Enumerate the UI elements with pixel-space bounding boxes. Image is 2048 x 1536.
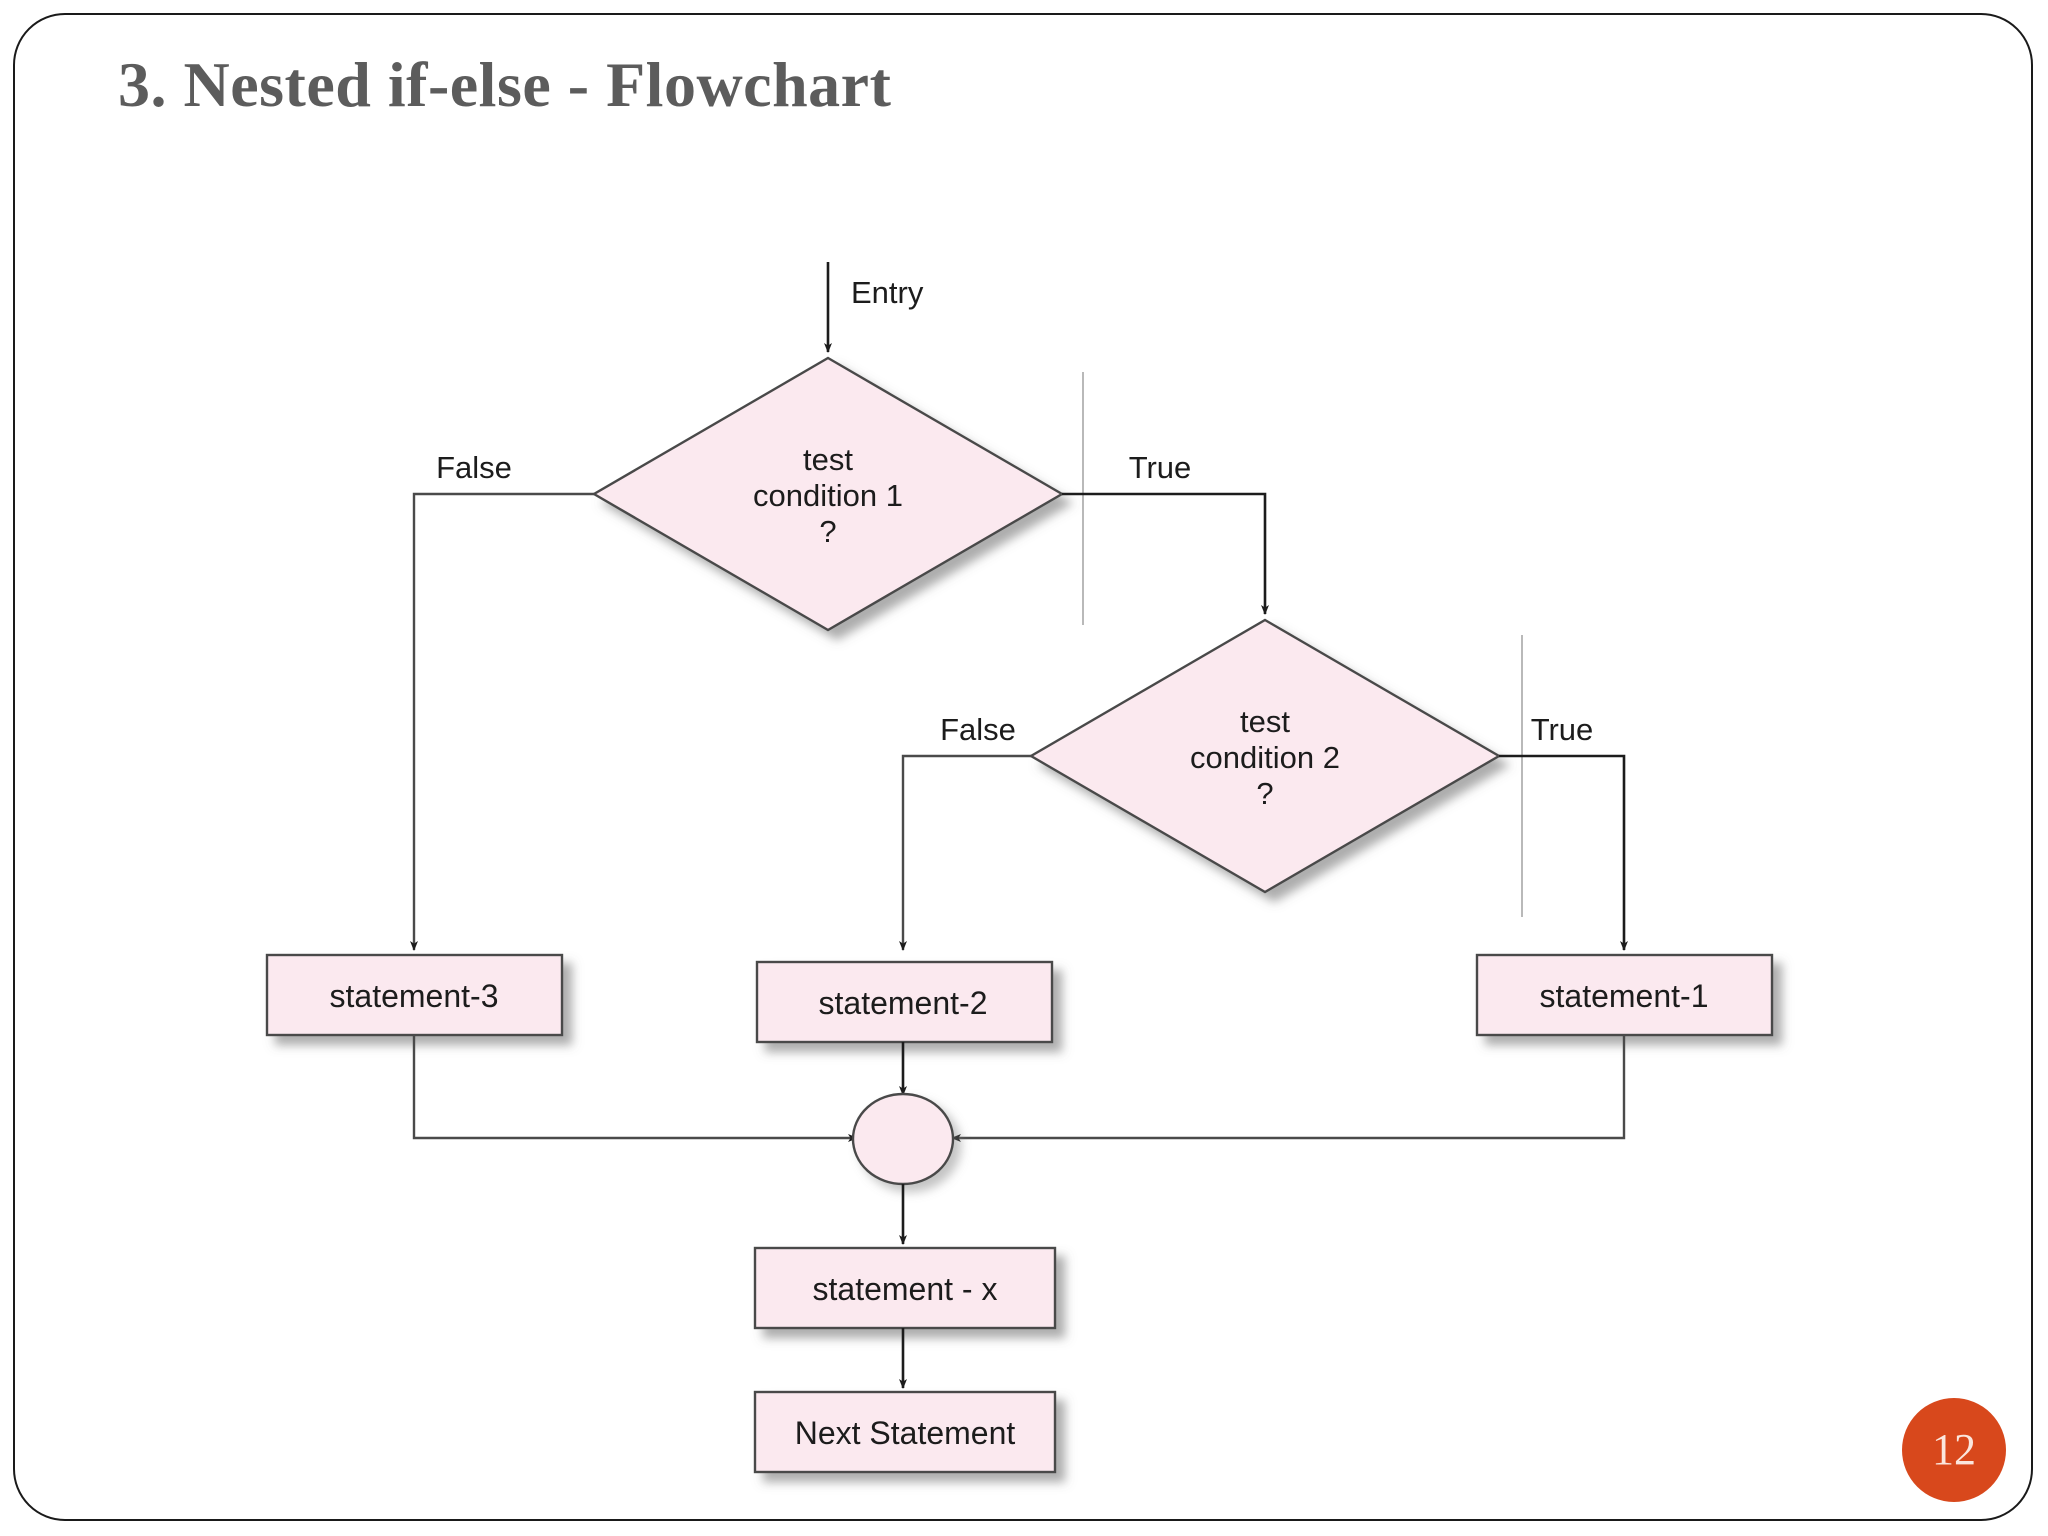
decision-2-false-label: False	[940, 712, 1016, 747]
edge-decision2-false	[899, 754, 1031, 951]
decision-1-true-label: True	[1129, 450, 1192, 485]
page-number-badge: 12	[1902, 1398, 2006, 1502]
statement-3-label: statement-3	[330, 978, 499, 1014]
statement-x-shape[interactable]	[753, 1246, 1057, 1330]
decision-2-line3: ?	[1256, 776, 1273, 811]
decision-2-true-label: True	[1531, 712, 1594, 747]
statement-2-shape[interactable]	[755, 960, 1054, 1044]
edge-statement1-to-merge	[951, 1035, 1626, 1142]
entry-label: Entry	[851, 275, 924, 310]
page-title: 3. Nested if-else - Flowchart	[118, 49, 892, 120]
edge-decision1-false	[410, 492, 594, 951]
merge-circle-shape[interactable]	[851, 1092, 955, 1186]
decision-2-shape[interactable]	[1028, 618, 1502, 894]
statement-1-shape[interactable]	[1475, 953, 1774, 1037]
decision-1-shape[interactable]	[591, 356, 1065, 632]
next-statement-shape[interactable]	[753, 1390, 1057, 1474]
decision-1-line2: condition 1	[753, 478, 903, 513]
decision-1-line3: ?	[819, 514, 836, 549]
statement-x-label: statement - x	[813, 1271, 998, 1307]
edge-decision2-true	[1499, 754, 1628, 951]
edge-statement3-to-merge	[412, 1035, 858, 1142]
statement-2-label: statement-2	[819, 985, 988, 1021]
edge-decision1-true	[1062, 492, 1269, 615]
decision-1-false-label: False	[436, 450, 512, 485]
statement-1-label: statement-1	[1540, 978, 1709, 1014]
decision-2-line1: test	[1240, 704, 1290, 739]
statement-3-shape[interactable]	[265, 953, 564, 1037]
page-number-text: 12	[1932, 1425, 1976, 1474]
next-statement-label: Next Statement	[795, 1415, 1016, 1451]
decision-1-line1: test	[803, 442, 853, 477]
decision-2-line2: condition 2	[1190, 740, 1340, 775]
